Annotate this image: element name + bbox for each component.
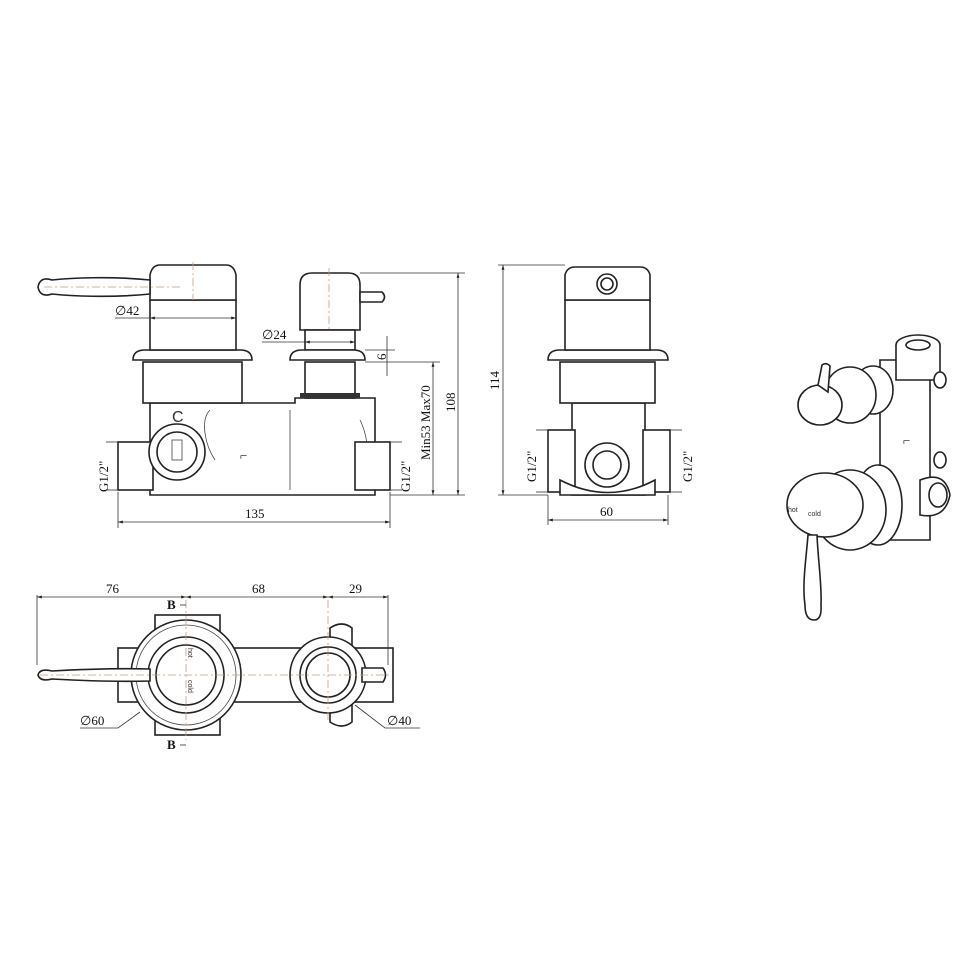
side-view: 114 60 G1/2" G1/2" (487, 264, 695, 525)
diverter-lever (359, 291, 386, 303)
svg-text:⌐: ⌐ (240, 448, 247, 463)
valve-body (149, 397, 376, 496)
section-mark-bottom: B (167, 737, 176, 752)
marking-c: C (172, 409, 184, 426)
dim-stem-diameter: ∅24 (262, 327, 287, 342)
diverter-cap (299, 272, 361, 331)
dim-height-114: 114 (487, 370, 502, 390)
dim-handle-diameter: ∅42 (115, 303, 139, 318)
side-fitting-right (642, 429, 671, 493)
side-thread-sleeve (559, 361, 656, 404)
flange-right (289, 349, 366, 361)
iso-label-cold: cold (808, 511, 821, 518)
diverter-stem (304, 361, 356, 399)
dim-width-60: 60 (600, 504, 613, 519)
dim-width-135: 135 (245, 506, 265, 521)
dim-depth-range: Min53 Max70 (418, 385, 433, 460)
dim-29: 29 (349, 581, 362, 596)
side-thread-label-right: G1/2" (680, 451, 695, 482)
right-fitting (354, 441, 391, 491)
thread-label-left: G1/2" (96, 461, 111, 492)
sleeve-left (149, 299, 237, 351)
svg-text:⌐: ⌐ (903, 433, 910, 448)
label-hot: hot (186, 648, 193, 658)
left-fitting (117, 441, 154, 491)
iso-view: hot cold ⌐ (786, 334, 951, 621)
top-view: hot cold 76 68 29 B B ∅60 ∅40 (36, 581, 420, 752)
thread-label-right: G1/2" (398, 461, 413, 492)
section-mark-top: B (167, 597, 176, 612)
dim-diameter-60: ∅60 (80, 713, 104, 728)
iso-lever-handle (803, 534, 822, 621)
dim-diameter-40: ∅40 (387, 713, 411, 728)
flange-left (132, 349, 253, 361)
label-cold: cold (186, 680, 193, 693)
iso-label-hot: hot (788, 507, 798, 514)
front-view: ⌐ C ∅42 ∅24 6 Min53 Max70 108 1 (37, 262, 465, 528)
thread-sleeve (142, 361, 243, 404)
dim-76: 76 (106, 581, 120, 596)
dim-68: 68 (252, 581, 265, 596)
dim-height-108: 108 (443, 393, 458, 413)
dim-flange: 6 (374, 353, 389, 360)
side-thread-label-left: G1/2" (524, 451, 539, 482)
